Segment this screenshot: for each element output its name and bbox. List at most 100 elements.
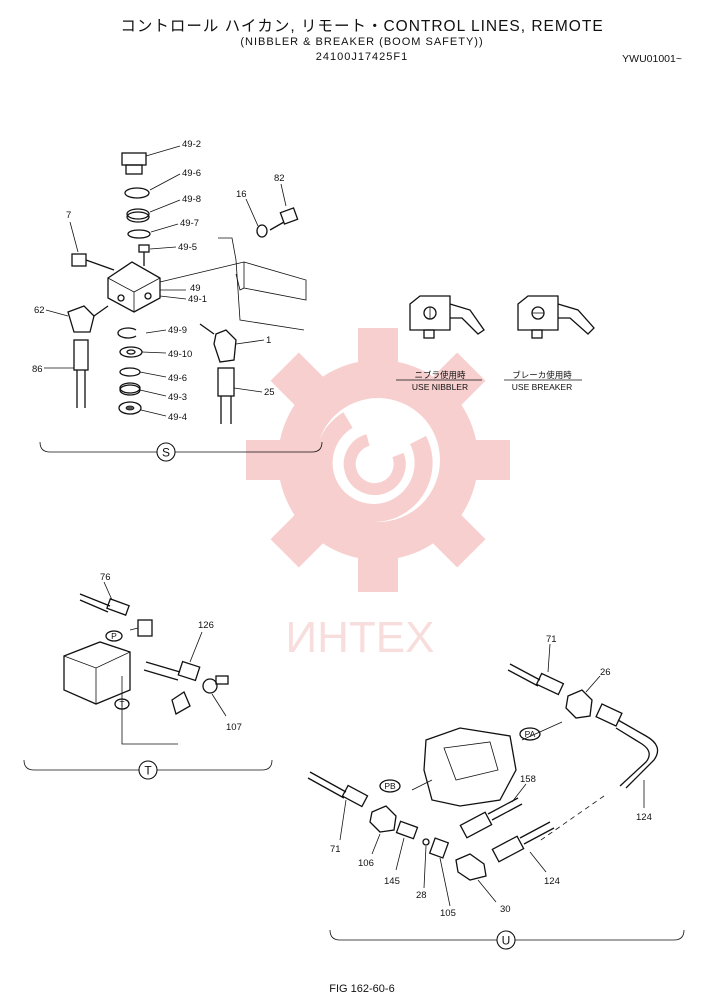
part-71-hose-lower [307, 771, 369, 841]
serial-range: YWU01001~ [622, 53, 682, 65]
part-7-fitting [69, 221, 115, 271]
part-106-tee [369, 805, 397, 855]
watermark-logo: ИНТЕХ [246, 328, 510, 662]
svg-text:PA: PA [525, 729, 536, 739]
svg-text:158: 158 [520, 774, 536, 785]
svg-text:49-1: 49-1 [188, 294, 207, 305]
part-76-hose [79, 581, 130, 616]
part-49-6-oring [124, 187, 150, 199]
page-subtitle: (NIBBLER & BREAKER (BOOM SAFETY)) [240, 36, 484, 48]
svg-text:107: 107 [226, 722, 242, 733]
part-49-3-ring [119, 382, 141, 396]
svg-text:49-6: 49-6 [182, 168, 201, 179]
svg-text:49: 49 [190, 283, 201, 294]
svg-text:124: 124 [544, 876, 560, 887]
breaker-caption: USE BREAKER [512, 382, 572, 392]
part-26-tee [565, 675, 601, 719]
part-25-hose [217, 367, 263, 424]
part-49-10-washer [119, 346, 143, 358]
svg-text:28: 28 [416, 890, 427, 901]
part-49-8-ring [126, 208, 150, 223]
tag-pa: PA [519, 727, 541, 741]
svg-text:106: 106 [358, 858, 374, 869]
svg-text:71: 71 [330, 844, 341, 855]
boom-bracket [159, 237, 307, 331]
svg-text:71: 71 [546, 634, 557, 645]
part-107-elbow [171, 675, 229, 717]
svg-text:S: S [162, 446, 170, 460]
svg-text:86: 86 [32, 364, 43, 375]
part-126-hose [143, 631, 203, 682]
watermark-text: ИНТЕХ [286, 613, 435, 662]
svg-text:49-7: 49-7 [180, 218, 199, 229]
svg-text:25: 25 [264, 387, 275, 398]
nibbler-caption: USE NIBBLER [412, 382, 468, 392]
svg-text:49-2: 49-2 [182, 139, 201, 150]
part-number: 24100J17425F1 [315, 51, 409, 63]
part-49-9-snapring [117, 327, 137, 339]
gear-icon [246, 328, 510, 592]
section-t-marker: T [23, 759, 273, 780]
svg-text:T: T [144, 764, 152, 778]
svg-text:26: 26 [600, 667, 611, 678]
section-t-labels: 76 126 107 [100, 572, 242, 733]
breaker-jp-caption: ブレーカ使用時 [512, 370, 572, 380]
tag-t: T [114, 698, 130, 710]
part-28-oring [422, 838, 430, 889]
section-u-marker: U [329, 929, 685, 950]
svg-text:124: 124 [636, 812, 652, 823]
svg-text:105: 105 [440, 908, 456, 919]
section-t: P T 76 126 107 T [23, 572, 273, 780]
part-49-4-nut [118, 401, 142, 415]
svg-text:62: 62 [34, 305, 45, 316]
svg-text:16: 16 [236, 189, 247, 200]
part-62-elbow [45, 305, 109, 333]
section-u: PA PB [307, 634, 685, 950]
tag-pb: PB [379, 779, 401, 793]
svg-text:30: 30 [500, 904, 511, 915]
svg-text:145: 145 [384, 876, 400, 887]
svg-text:49-5: 49-5 [178, 242, 197, 253]
inset-breaker: ブレーカ使用時 USE BREAKER [504, 295, 595, 392]
part-49-7-ring [127, 229, 151, 239]
svg-text:T: T [119, 699, 124, 709]
section-s-marker: S [39, 441, 323, 462]
svg-text:1: 1 [266, 335, 271, 346]
svg-text:P: P [111, 631, 117, 641]
svg-text:49-6: 49-6 [168, 373, 187, 384]
svg-text:49-3: 49-3 [168, 392, 187, 403]
part-124-hose-bent [537, 703, 659, 843]
part-158-hose [459, 783, 527, 839]
figure-number: FIG 162-60-6 [329, 983, 395, 995]
nibbler-jp-caption: ニブラ使用時 [414, 370, 466, 380]
part-49-6-oring-lower [119, 367, 141, 377]
section-s-labels: 49-2 49-6 49-8 49-7 49-5 49 49-1 49-9 49… [32, 139, 285, 423]
svg-text:7: 7 [66, 210, 71, 221]
page-title: コントロール ハイカン, リモート・CONTROL LINES, REMOTE [120, 18, 604, 35]
part-49-block [107, 261, 187, 313]
svg-text:126: 126 [198, 620, 214, 631]
svg-text:U: U [502, 934, 511, 948]
part-1-elbow [199, 323, 265, 363]
svg-text:76: 76 [100, 572, 111, 583]
part-49-5-screw [138, 244, 177, 266]
svg-text:49-9: 49-9 [168, 325, 187, 336]
svg-text:49-4: 49-4 [168, 412, 187, 423]
svg-text:49-8: 49-8 [182, 194, 201, 205]
part-145-adapter [395, 820, 419, 871]
part-86-hose [44, 339, 89, 408]
svg-text:82: 82 [274, 173, 285, 184]
inset-nibbler: ニブラ使用時 USE NIBBLER [396, 295, 485, 392]
part-16-washer [245, 198, 268, 238]
tag-p: P [105, 630, 123, 642]
part-71-hose-upper [507, 643, 565, 696]
part-49-2-plug [121, 145, 181, 175]
part-82-bolt [269, 183, 299, 231]
part-105-elbow [428, 837, 451, 907]
part-124-hose-lower [491, 821, 555, 873]
control-valve [411, 721, 563, 807]
svg-text:PB: PB [384, 781, 396, 791]
section-s: 49-2 49-6 49-8 49-7 49-5 49 49-1 49-9 49… [32, 139, 323, 462]
part-30-elbow [455, 853, 497, 903]
